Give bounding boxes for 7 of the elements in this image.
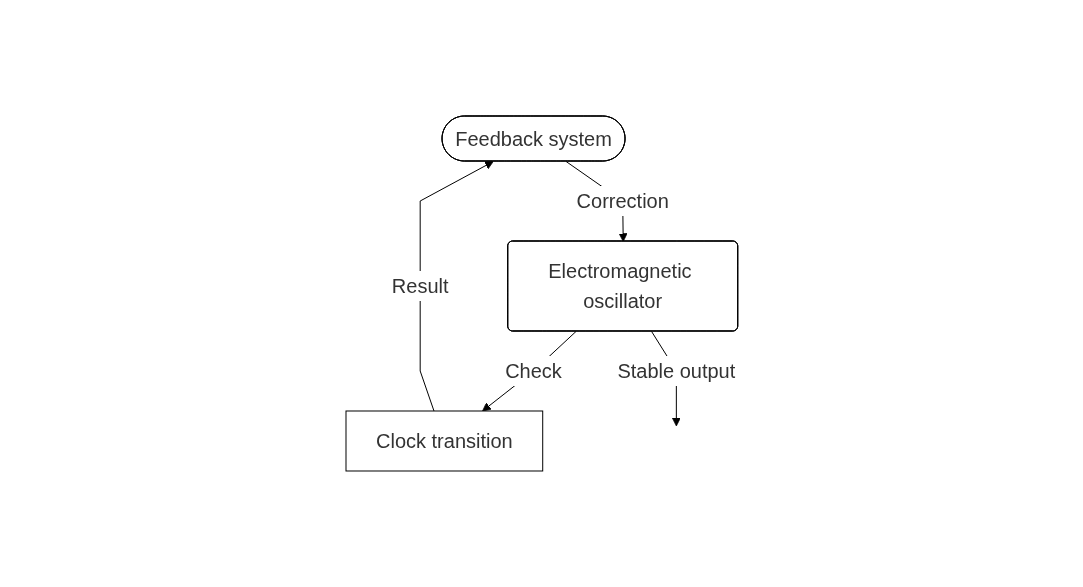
- arrow: [481, 331, 577, 412]
- arrow: [419, 161, 494, 412]
- edge-label: Stable output: [617, 360, 735, 382]
- edge-label: Result: [391, 275, 449, 297]
- edge-label: Correction: [576, 190, 669, 212]
- node-box: Clock transition: [345, 410, 543, 472]
- edge-label: Check: [504, 360, 562, 382]
